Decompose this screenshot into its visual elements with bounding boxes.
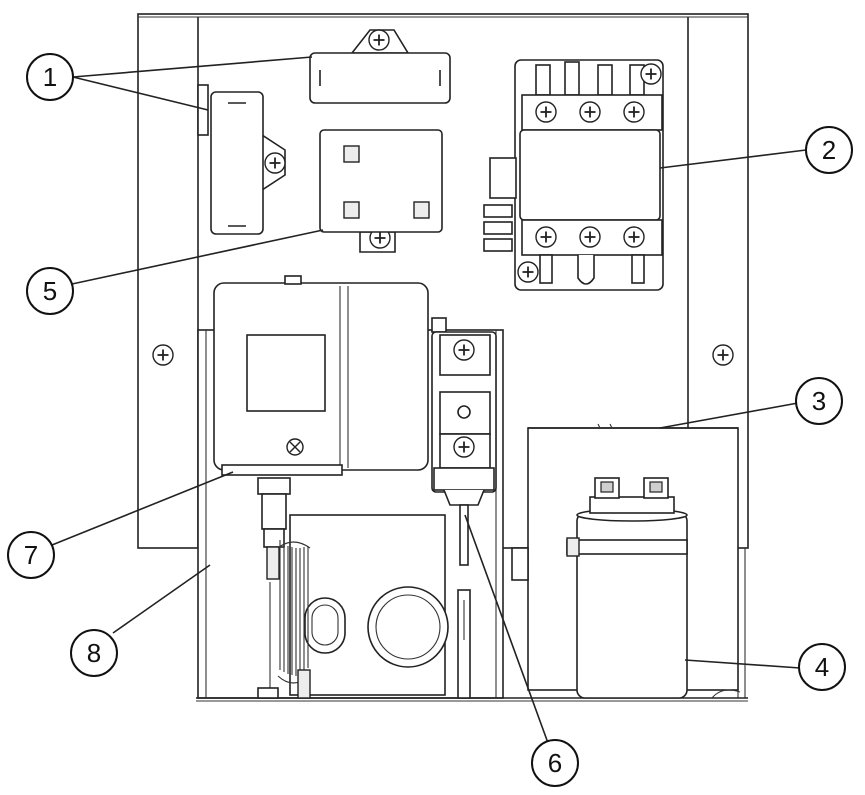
relay-slot-2 [343,201,360,219]
limit-switch [431,317,497,699]
contactor-terminal-screw-l2-icon [579,101,601,123]
callout-2-label: 2 [822,135,836,165]
contactor [483,59,664,291]
contactor-mount-screw-bottom-icon [517,261,539,283]
relay-slot-3 [413,201,430,219]
knockout-large [367,586,449,668]
panel-screw-right-icon [712,344,734,366]
contactor-terminal-screw-t2-icon [579,226,601,248]
leader-1b [72,76,209,111]
relay-block [319,129,443,253]
leader-4 [684,659,801,669]
run-capacitor [566,477,741,699]
leader-2 [659,149,807,169]
callout-3-label: 3 [812,386,826,416]
lower-enclosure [196,329,748,702]
limit-switch-screw-top-icon [453,339,475,361]
callout-7: 7 [7,531,55,579]
leader-1a [72,56,313,78]
fuse-screw-left-icon [264,152,286,174]
limit-switch-screw-bottom-icon [453,436,475,458]
knockout-small [304,597,346,654]
callout-6-label: 6 [548,748,562,778]
leader-7 [51,471,234,546]
contactor-terminal-screw-t3-icon [623,226,645,248]
callout-5: 5 [26,267,74,315]
callout-5-label: 5 [43,276,57,306]
fuse-holder-top [309,29,451,104]
leader-8 [112,564,211,634]
pressure-control-window [246,334,326,412]
callout-8: 8 [70,629,118,677]
callout-8-label: 8 [87,638,101,668]
callout-6: 6 [531,739,579,787]
panel-screw-left-icon [152,344,174,366]
callout-4-label: 4 [815,652,829,682]
fuse-holder-left [197,84,286,235]
pressure-control [213,275,429,699]
callout-2: 2 [805,126,853,174]
leader-3 [659,402,799,429]
callout-1: 1 [26,53,74,101]
capacitor-strap [566,539,688,555]
callout-4: 4 [798,643,846,691]
leader-6 [464,514,549,744]
relay-slot-1 [343,145,360,163]
contactor-terminal-screw-l1-icon [535,101,557,123]
contactor-terminal-screw-l3-icon [623,101,645,123]
fuse-screw-top-icon [368,29,390,51]
leader-lines [51,56,807,744]
callout-7-label: 7 [24,540,38,570]
contactor-mount-screw-top-icon [640,63,662,85]
contactor-terminal-screw-t1-icon [535,226,557,248]
callout-3: 3 [795,377,843,425]
leader-5 [71,229,324,285]
callout-1-label: 1 [43,62,57,92]
